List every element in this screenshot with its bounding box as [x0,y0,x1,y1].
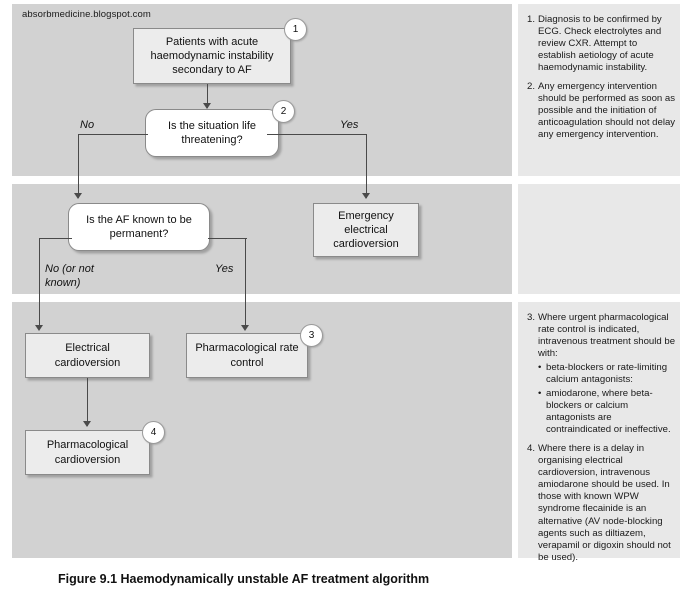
node-label: Pharmacological cardioversion [46,439,129,466]
node-label: Is the situation life threatening? [167,119,257,146]
notes-panel-middle [518,184,680,294]
connector-n2-yes-h [267,134,367,136]
note-number: 3. [527,312,536,323]
arrowhead-n4 [362,193,370,199]
connector-n3-no-v [39,238,41,328]
node-label: Emergency electrical cardioversion [333,209,399,251]
arrowhead-n3 [74,193,82,199]
arrowhead-n5 [35,325,43,331]
note-bullet: • beta-blockers or rate-limiting calcium… [538,362,677,386]
badge-3[interactable]: 3 [300,324,323,347]
note-number: 4. [527,443,536,455]
note-item: 2. Any emergency intervention should be … [527,81,677,141]
node-label: Is the AF known to be permanent? [86,213,192,240]
bullet-dot-icon: • [538,362,542,374]
node-patients-acute-instability[interactable]: Patients with acute haemodynamic instabi… [133,28,291,84]
connector-n2-no-v [78,134,80,198]
note-item: 4. Where there is a delay in organising … [527,443,677,563]
bullet-text: amiodarone, where beta-blockers or calci… [546,388,671,436]
branch-label-no-or-not-known: No (or not known) [45,263,94,290]
arrowhead-n6 [241,325,249,331]
branch-label-yes-permanent: Yes [215,263,234,275]
note-text: Where there is a delay in organising ele… [538,443,671,563]
notes-panel-top [518,4,680,176]
watermark-text: absorbmedicine.blogspot.com [22,9,151,20]
note-number: 2. [527,81,536,93]
arrowhead-n2 [203,103,211,109]
badge-4[interactable]: 4 [142,421,165,444]
arrowhead-n7 [83,421,91,427]
branch-label-no: No [80,119,95,131]
notes-list-bottom: 3. Where urgent pharmacological rate con… [527,312,677,571]
node-pharmacological-cardioversion[interactable]: Pharmacological cardioversion [25,430,150,475]
node-label: Electrical cardioversion [54,342,121,369]
node-emergency-electrical-cardioversion[interactable]: Emergency electrical cardioversion [313,203,419,257]
node-is-situation-life-threatening[interactable]: Is the situation life threatening? [145,109,279,157]
note-item: 3. Where urgent pharmacological rate con… [527,312,677,360]
connector-n1-n2 [207,84,209,108]
bullet-text: beta-blockers or rate-limiting calcium a… [546,362,668,386]
note-item: 1. Diagnosis to be confirmed by ECG. Che… [527,14,677,74]
note-text: Any emergency intervention should be per… [538,81,676,141]
badge-2[interactable]: 2 [272,100,295,123]
bullet-dot-icon: • [538,388,542,400]
note-text: Where urgent pharmacological rate contro… [538,312,676,360]
note-number: 1. [527,14,536,25]
note-bullet: • amiodarone, where beta-blockers or cal… [538,388,677,436]
badge-1[interactable]: 1 [284,18,307,41]
notes-panel-bottom [518,302,680,558]
note-text: Diagnosis to be confirmed by ECG. Check … [538,14,662,74]
notes-list-top: 1. Diagnosis to be confirmed by ECG. Che… [527,14,677,148]
branch-label-yes: Yes [340,119,359,131]
node-label: Patients with acute haemodynamic instabi… [150,35,274,77]
node-electrical-cardioversion[interactable]: Electrical cardioversion [25,333,150,378]
connector-n3-yes-v [245,238,247,328]
connector-n5-n7 [87,378,89,426]
connector-n3-yes-h [208,238,247,240]
node-pharmacological-rate-control[interactable]: Pharmacological rate control [186,333,308,378]
figure-caption: Figure 9.1 Haemodynamically unstable AF … [58,572,430,586]
node-label: Pharmacological rate control [195,342,299,369]
connector-n3-no-h [39,238,72,240]
connector-n2-no-h [78,134,148,136]
node-is-af-permanent[interactable]: Is the AF known to be permanent? [68,203,210,251]
connector-n2-yes-v [366,134,368,198]
